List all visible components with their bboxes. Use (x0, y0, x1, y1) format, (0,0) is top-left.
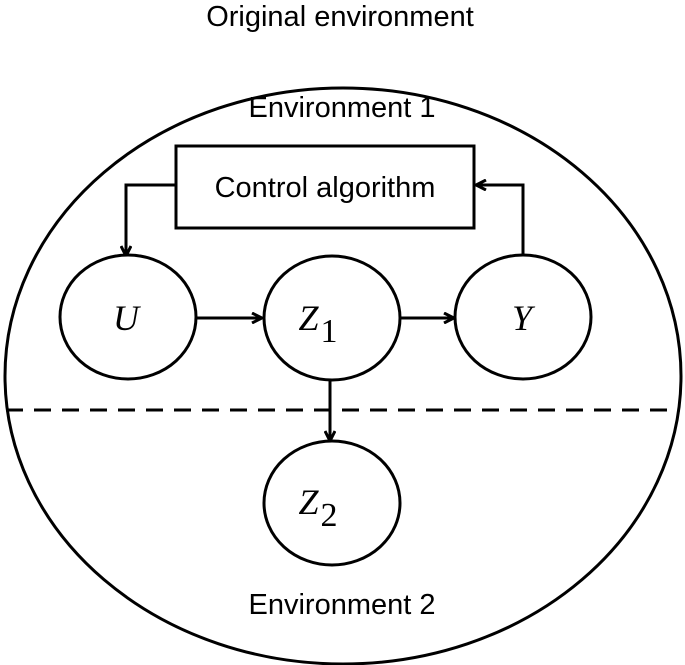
node-y-label: Y (512, 298, 536, 338)
edge-controller-to-u (126, 183, 176, 256)
environment-2-label: Environment 2 (249, 589, 436, 621)
node-z1-label: Z1 (298, 298, 337, 350)
diagram-title: Original environment (206, 1, 474, 33)
node-u-label: U (113, 298, 141, 338)
node-y (453, 253, 593, 381)
original-environment-boundary (3, 86, 683, 665)
edge-y-to-controller (476, 185, 525, 256)
environment-1-label: Environment 1 (249, 92, 436, 124)
control-algorithm-box (174, 144, 476, 230)
control-algorithm-label: Control algorithm (215, 172, 436, 204)
node-z2-label: Z2 (298, 482, 337, 534)
